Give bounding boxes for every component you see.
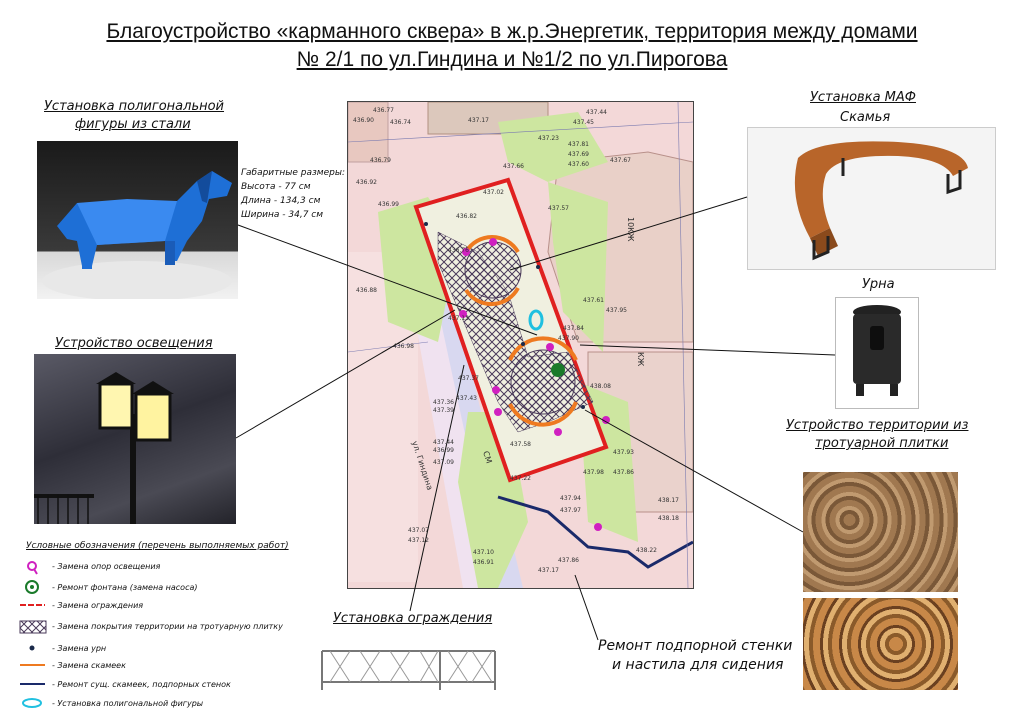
elevation-label: 436.77 bbox=[373, 107, 394, 114]
paving-caption-2: тротуарной плитки bbox=[815, 436, 949, 451]
legend-item-benches: - Замена скамеек bbox=[52, 661, 126, 670]
urn-photo bbox=[835, 297, 919, 409]
elevation-label: 438.08 bbox=[590, 383, 611, 390]
elevation-label: 437.93 bbox=[613, 449, 634, 456]
elevation-label: 437.17 bbox=[468, 117, 489, 124]
elevation-label: 437.23 bbox=[538, 135, 559, 142]
legend-item-fence: - Замена ограждения bbox=[52, 601, 144, 610]
building-label: 10КЖ bbox=[626, 217, 635, 242]
elevation-label: 437.95 bbox=[606, 307, 627, 314]
elevation-label: 437.94 bbox=[560, 495, 581, 502]
legend-item-paving: - Замена покрытия территории на тротуарн… bbox=[52, 622, 283, 631]
elevation-label: 436.82 bbox=[456, 213, 477, 220]
elevation-label: 437.60 bbox=[568, 161, 589, 168]
figure-ellipse-icon bbox=[22, 698, 42, 708]
elevation-label: 437.98 bbox=[583, 469, 604, 476]
elevation-label: 436.98 bbox=[393, 343, 414, 350]
elevation-label: 438.17 bbox=[658, 497, 679, 504]
legend-title: Условные обозначения (перечень выполняем… bbox=[26, 541, 289, 551]
elevation-label: 436.88 bbox=[356, 287, 377, 294]
elevation-label: 437.44 bbox=[433, 439, 454, 446]
fountain-icon bbox=[25, 580, 39, 594]
bench-photo bbox=[747, 127, 996, 270]
wall-caption-1: Ремонт подпорной стенки bbox=[598, 638, 793, 654]
legend-item-walls: - Ремонт сущ. скамеек, подпорных стенок bbox=[52, 680, 231, 689]
elevation-label: 437.86 bbox=[613, 469, 634, 476]
dimensions-block: Габаритные размеры: Высота - 77 см Длина… bbox=[241, 168, 345, 220]
elevation-label: 436.92 bbox=[356, 179, 377, 186]
paving-photo-1 bbox=[803, 472, 958, 592]
elevation-label: 437.69 bbox=[568, 151, 589, 158]
street-lamp-icon bbox=[34, 372, 174, 524]
elevation-label: 436.79 bbox=[370, 157, 391, 164]
elevation-label: 437.90 bbox=[558, 335, 579, 342]
paving-photo-2 bbox=[803, 598, 958, 690]
hatch-icon bbox=[19, 620, 47, 634]
dog-sculpture-photo bbox=[37, 141, 238, 299]
elevation-label: 436.76 bbox=[448, 247, 469, 254]
elevation-label: 437.43 bbox=[456, 395, 477, 402]
sm-label: СМ bbox=[481, 450, 493, 465]
legend-item-fountain: - Ремонт фонтана (замена насоса) bbox=[52, 583, 198, 592]
site-plan-svg: 436.77 436.74 436.90 437.44 437.45 437.1… bbox=[348, 102, 693, 588]
fence-icon bbox=[321, 650, 496, 690]
elevation-label: 436.99 bbox=[378, 201, 399, 208]
legend-item-urns: - Замена урн bbox=[52, 644, 107, 653]
elevation-label: 437.37 bbox=[458, 375, 479, 382]
wall-caption-2: и настила для сидения bbox=[612, 657, 784, 673]
urn-caption: Урна bbox=[862, 277, 895, 292]
legend-item-figure: - Установка полигональной фигуры bbox=[52, 699, 204, 708]
fence-caption: Установка ограждения bbox=[333, 611, 493, 626]
sculpture-caption-2: фигуры из стали bbox=[75, 117, 191, 132]
curved-bench-icon bbox=[794, 141, 968, 261]
elevation-label: 436.91 bbox=[473, 559, 494, 566]
elevation-label: 438.18 bbox=[658, 515, 679, 522]
elevation-label: 437.22 bbox=[510, 475, 531, 482]
elevation-label: 436.99 bbox=[433, 447, 454, 454]
elevation-label: 437.13 bbox=[448, 315, 469, 322]
elevation-label: 437.61 bbox=[583, 297, 604, 304]
elevation-label: 437.58 bbox=[510, 441, 531, 448]
elevation-label: 437.86 bbox=[558, 557, 579, 564]
paving-caption-1: Устройство территории из bbox=[786, 418, 969, 433]
dog-sculpture-icon bbox=[42, 171, 232, 299]
elevation-label: 437.39 bbox=[433, 407, 454, 414]
sculpture-caption-1: Установка полигональной bbox=[44, 99, 225, 114]
elevation-label: 437.81 bbox=[568, 141, 589, 148]
elevation-label: 437.02 bbox=[483, 189, 504, 196]
elevation-label: 437.66 bbox=[503, 163, 524, 170]
elevation-label: 437.45 bbox=[573, 119, 594, 126]
elevation-label: 437.09 bbox=[433, 459, 454, 466]
elevation-label: 437.67 bbox=[610, 157, 631, 164]
site-plan-map: 436.77 436.74 436.90 437.44 437.45 437.1… bbox=[347, 101, 694, 589]
elevation-label: 437.17 bbox=[538, 567, 559, 574]
elevation-label: 436.74 bbox=[390, 119, 411, 126]
page-title-line2: № 2/1 по ул.Гиндина и №1/2 по ул.Пирогов… bbox=[296, 48, 728, 71]
elevation-label: 437.97 bbox=[560, 507, 581, 514]
elevation-label: 437.36 bbox=[433, 399, 454, 406]
elevation-label: 437.07 bbox=[408, 527, 429, 534]
elevation-label: 437.57 bbox=[548, 205, 569, 212]
elevation-label: 437.10 bbox=[473, 549, 494, 556]
elevation-label: 438.22 bbox=[636, 547, 657, 554]
trash-bin-icon bbox=[853, 305, 901, 396]
legend-item-lamps: - Замена опор освещения bbox=[52, 562, 161, 571]
elevation-label: 437.44 bbox=[586, 109, 607, 116]
elevation-label: 437.84 bbox=[563, 325, 584, 332]
lighting-photo bbox=[34, 354, 236, 524]
kzh-label: КЖ bbox=[636, 352, 645, 367]
page-title-line1: Благоустройство «карманного сквера» в ж.… bbox=[106, 20, 918, 43]
maf-caption-1: Установка МАФ bbox=[810, 90, 916, 105]
maf-caption-2: Скамья bbox=[840, 110, 891, 125]
elevation-label: 436.90 bbox=[353, 117, 374, 124]
elevation-label: 437.12 bbox=[408, 537, 429, 544]
lighting-caption: Устройство освещения bbox=[55, 336, 213, 351]
lamp-post-icon bbox=[27, 561, 38, 575]
urn-dot-icon bbox=[29, 645, 35, 651]
